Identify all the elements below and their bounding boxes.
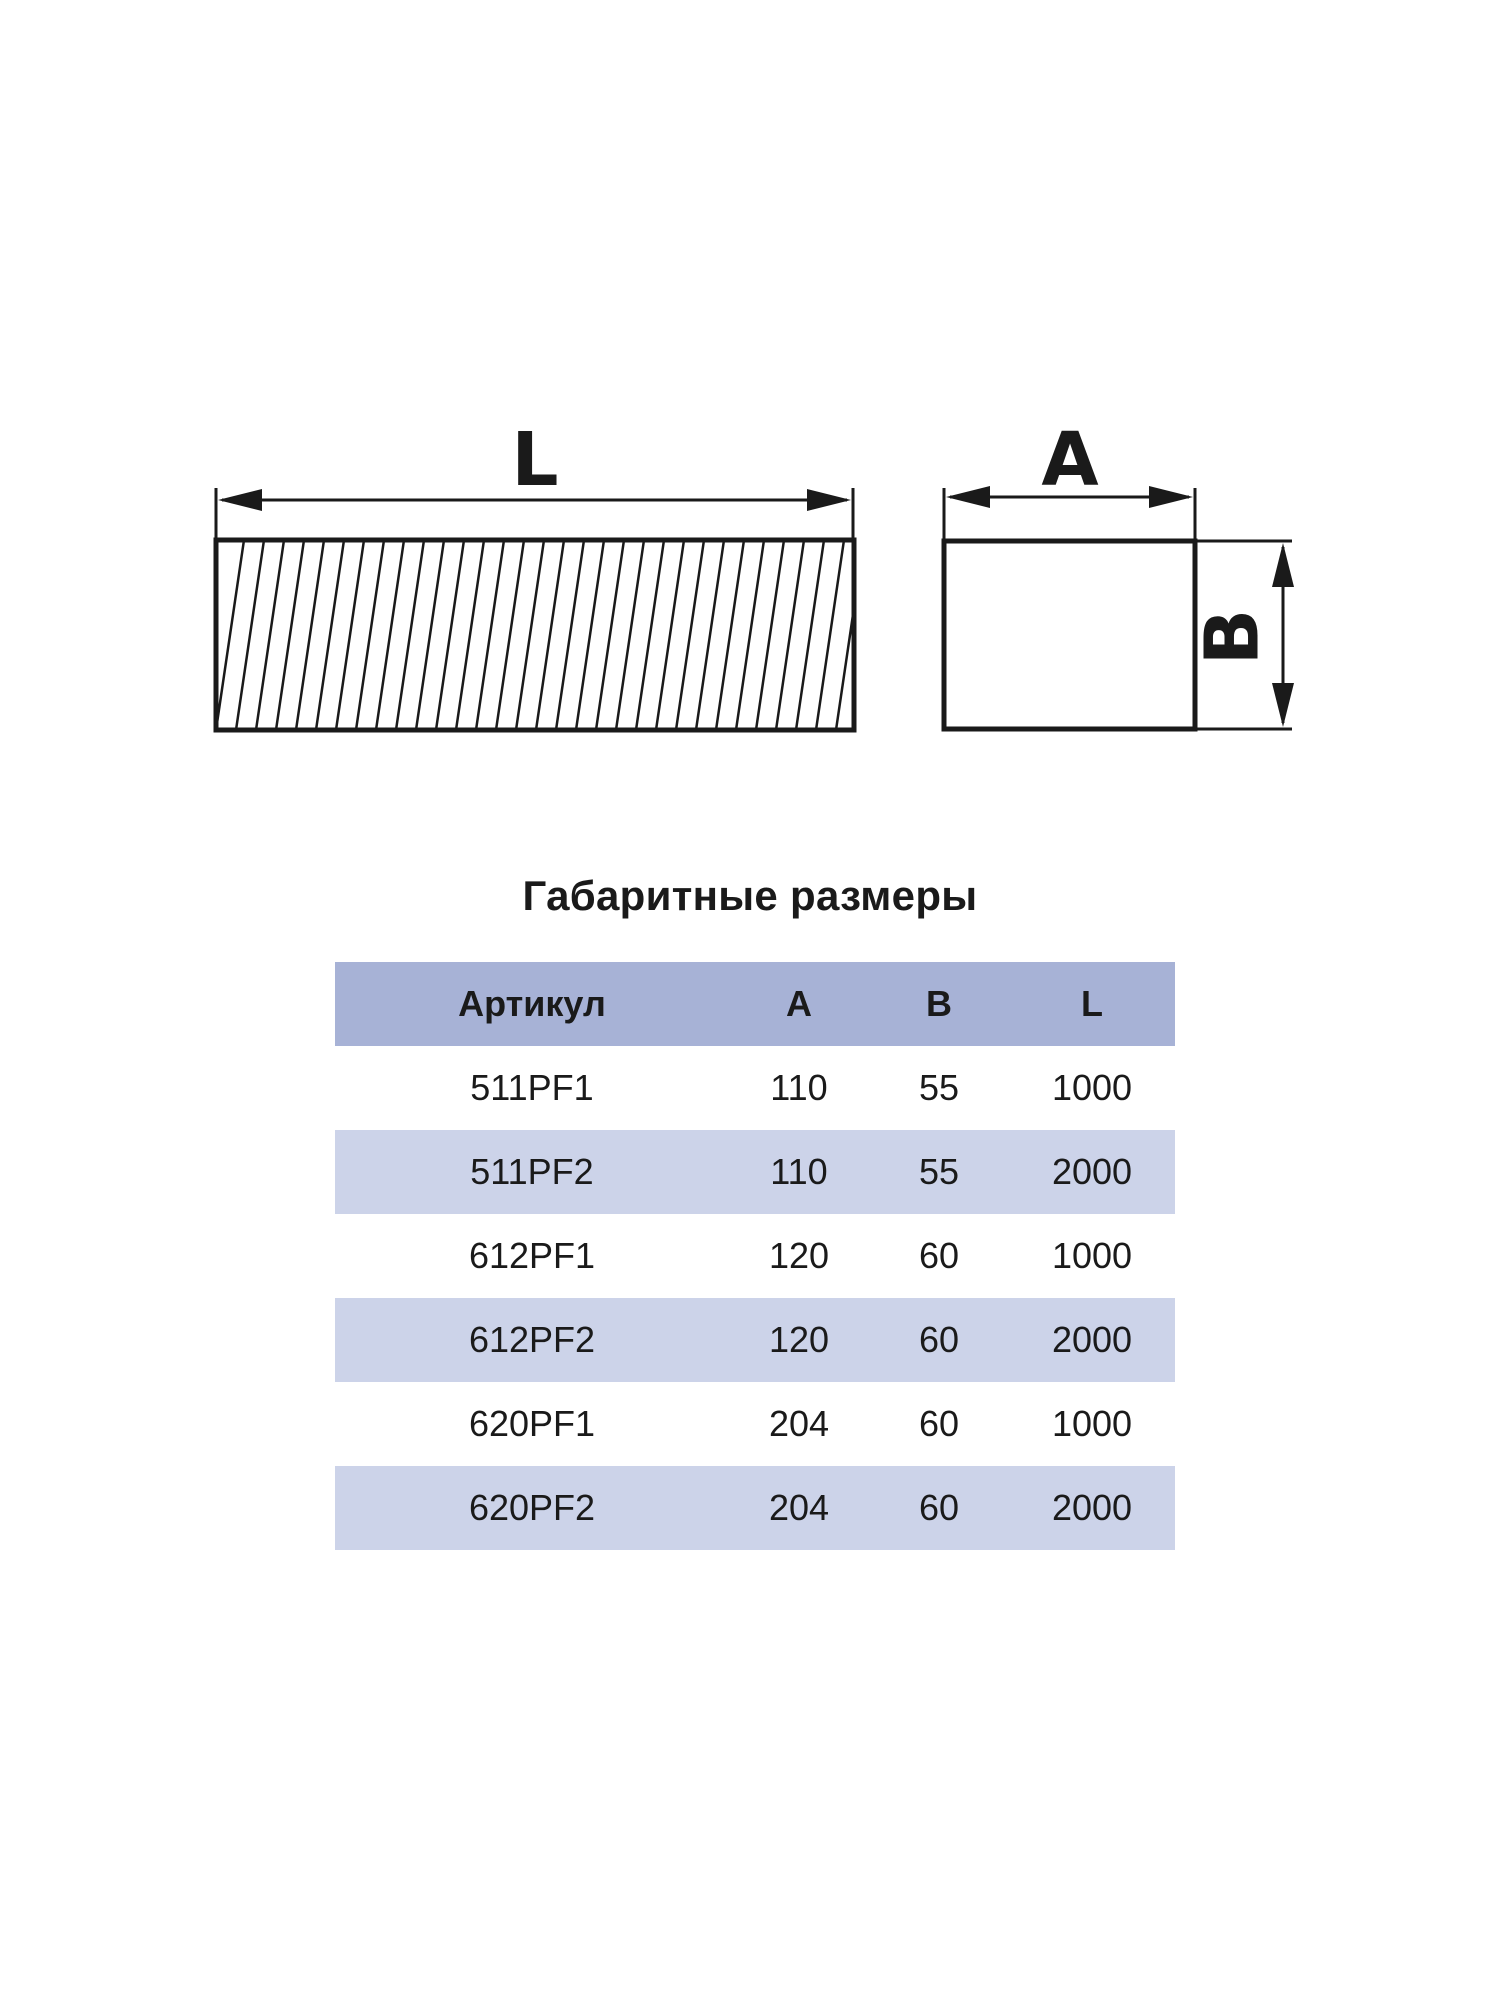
cell-l: 1000 (1051, 1403, 1133, 1444)
dimension-drawing: L A B (213, 417, 1294, 733)
section-title: Габаритные размеры (522, 872, 978, 919)
header-l: L (1009, 962, 1175, 1046)
cell-b: 60 (869, 1466, 1009, 1550)
duct-rib (674, 540, 706, 730)
duct-rib (216, 540, 246, 730)
dimension-b (1195, 539, 1294, 731)
duct-rib (774, 540, 806, 730)
dimensions-table: Артикул A B L 511PF1 110 55 1000 511PF2 … (335, 962, 1175, 1550)
cell-a: 110 (729, 1130, 869, 1214)
cell-b: 60 (918, 1235, 960, 1276)
header-b: B (869, 962, 1009, 1046)
cell-article: 612PF1 (468, 1235, 596, 1276)
cell-l: 1000 (1051, 1067, 1133, 1108)
cell-a: 120 (768, 1235, 830, 1276)
l-arrow-left (218, 489, 262, 511)
duct-rib (274, 540, 306, 730)
duct-rib (314, 540, 346, 730)
cell-l: 2000 (1009, 1466, 1175, 1550)
table-row: 620PF1 204 60 1000 (335, 1382, 1175, 1466)
cell-article: 620PF1 (468, 1403, 596, 1444)
duct-rib (694, 540, 726, 730)
duct-rib (394, 540, 426, 730)
duct-rib (534, 540, 566, 730)
duct-rib (414, 540, 446, 730)
duct-rib (334, 540, 366, 730)
duct-rib (634, 540, 666, 730)
duct-rib (614, 540, 646, 730)
cell-article: 511PF1 (470, 1067, 594, 1108)
cell-a: 110 (770, 1067, 828, 1108)
cell-article: 511PF2 (335, 1130, 729, 1214)
duct-rib (654, 540, 686, 730)
label-b: B (1190, 609, 1276, 665)
duct-rib (794, 540, 826, 730)
label-a: A (1041, 417, 1098, 503)
cell-a: 120 (729, 1298, 869, 1382)
cell-l: 2000 (1009, 1130, 1175, 1214)
cell-l: 2000 (1009, 1298, 1175, 1382)
duct-rib (254, 540, 286, 730)
b-arrow-top (1272, 543, 1294, 587)
duct-rib (834, 599, 854, 730)
duct-side-view (213, 537, 857, 733)
duct-end-view (941, 538, 1198, 732)
duct-rib (594, 540, 626, 730)
duct-rib (374, 540, 406, 730)
cell-b: 55 (869, 1130, 1009, 1214)
table-row: 612PF2 120 60 2000 (335, 1298, 1175, 1382)
cell-b: 55 (918, 1067, 960, 1108)
dimension-l (214, 488, 855, 540)
dimension-a (942, 486, 1197, 540)
l-arrow-right (807, 489, 851, 511)
duct-rib (814, 540, 846, 730)
duct-rib (354, 540, 386, 730)
header-article: Артикул (335, 962, 729, 1046)
duct-rib (454, 540, 486, 730)
duct-outline (213, 537, 857, 733)
cell-a: 204 (729, 1466, 869, 1550)
duct-rib (754, 540, 786, 730)
duct-rib (474, 540, 506, 730)
table-row: 620PF2 204 60 2000 (335, 1466, 1175, 1550)
cell-a: 204 (768, 1403, 830, 1444)
label-l: L (511, 417, 558, 503)
cell-article: 620PF2 (335, 1466, 729, 1550)
duct-rib (734, 540, 766, 730)
duct-rib (514, 540, 546, 730)
cell-b: 60 (918, 1403, 960, 1444)
cell-article: 612PF2 (335, 1298, 729, 1382)
cell-b: 60 (869, 1298, 1009, 1382)
a-arrow-right (1149, 486, 1193, 508)
b-arrow-bottom (1272, 683, 1294, 727)
duct-ribs (216, 540, 854, 730)
duct-rib (494, 540, 526, 730)
duct-rib (234, 540, 266, 730)
header-a: A (729, 962, 869, 1046)
duct-rib (434, 540, 466, 730)
table-header-row: Артикул A B L (335, 962, 1175, 1046)
cell-l: 1000 (1051, 1235, 1133, 1276)
table-row: 511PF1 110 55 1000 (335, 1046, 1175, 1130)
duct-rib (554, 540, 586, 730)
duct-rib (714, 540, 746, 730)
duct-rib (574, 540, 606, 730)
table-row: 511PF2 110 55 2000 (335, 1130, 1175, 1214)
table-row: 612PF1 120 60 1000 (335, 1214, 1175, 1298)
duct-rib (294, 540, 326, 730)
a-arrow-left (946, 486, 990, 508)
